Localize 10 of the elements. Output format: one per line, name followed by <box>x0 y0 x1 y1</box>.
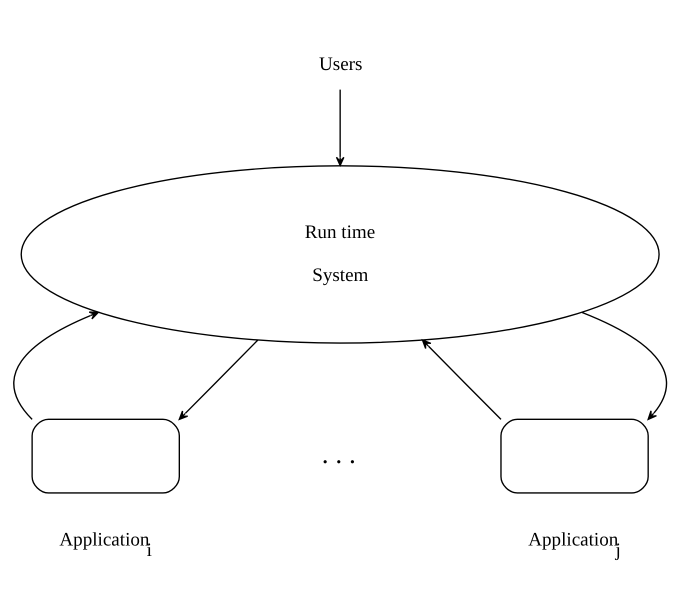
arrow <box>582 311 668 420</box>
node-text: Users <box>319 54 362 75</box>
arrow <box>422 338 502 420</box>
label: . . . <box>322 438 356 468</box>
arrow <box>13 310 99 420</box>
node-ellipse: Run time System <box>20 164 660 344</box>
node-box <box>31 418 180 494</box>
arrow <box>336 89 345 166</box>
arrow <box>178 339 258 420</box>
node-box <box>500 418 649 494</box>
